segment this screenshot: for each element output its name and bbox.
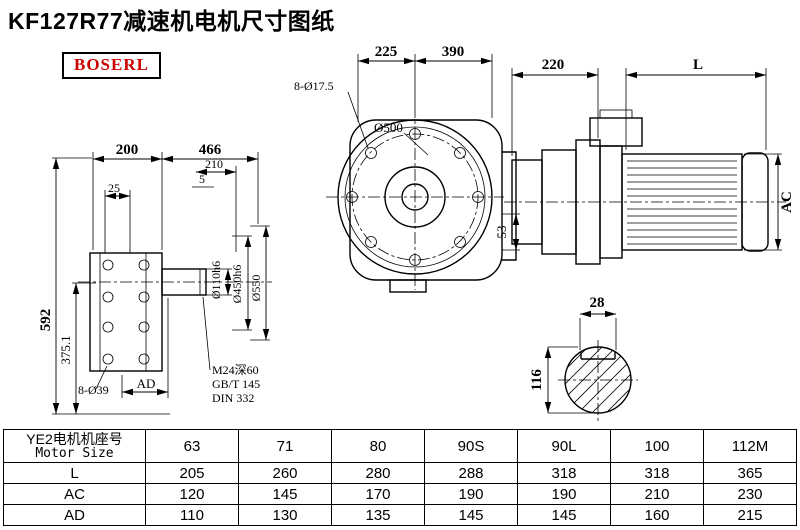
- dim-5-label: 5: [199, 172, 205, 186]
- size-col-header: 90S: [424, 429, 518, 463]
- dim-466-label: 466: [199, 142, 222, 158]
- table-cell: 210: [610, 483, 704, 505]
- table-cell: 280: [331, 462, 425, 484]
- motor-fins: [627, 160, 737, 245]
- dim-592-label: 592: [38, 309, 54, 332]
- dim-210-label: 210: [205, 157, 223, 171]
- thread-std2-label: DIN 332: [212, 391, 254, 405]
- flange-dia-label: Ø550: [249, 275, 263, 302]
- size-col-header: 100: [610, 429, 704, 463]
- table-cell: 160: [610, 504, 704, 526]
- table-cell: 145: [238, 483, 332, 505]
- table-cell: 145: [424, 504, 518, 526]
- gearbox-housing-outline: [349, 119, 503, 281]
- table-cell: 135: [331, 504, 425, 526]
- dim-AC-label: AC: [779, 191, 795, 213]
- table-row-AD: AD 110 130 135 145 145 160 215: [3, 504, 797, 526]
- dim-200-label: 200: [116, 142, 139, 158]
- dim-375-label: 375.1: [58, 335, 73, 364]
- dim-L-label: L: [693, 57, 703, 73]
- table-row-AC: AC 120 145 170 190 190 210 230: [3, 483, 797, 505]
- table-cell: 120: [145, 483, 239, 505]
- dim-220-label: 220: [542, 57, 565, 73]
- holes-8-d39-label: 8-Ø39: [78, 383, 109, 397]
- table-cell: 318: [610, 462, 704, 484]
- housing-foot: [389, 279, 427, 293]
- page-title: KF127R77减速机电机尺寸图纸: [8, 8, 335, 34]
- size-col-header: 112M: [703, 429, 797, 463]
- shaft-section-view: 28 116: [529, 295, 638, 422]
- table-cell: 365: [703, 462, 797, 484]
- dim-225-label: 225: [375, 44, 398, 60]
- table-header-row: YE2电机机座号 Motor Size 63 71 80 90S 90L 100…: [3, 429, 797, 463]
- motor-view: 220 L AC: [504, 57, 795, 265]
- row-label: L: [3, 462, 146, 484]
- dim-28-label: 28: [590, 295, 605, 311]
- dim-53-label: 53: [494, 226, 509, 239]
- table-cell: 230: [703, 483, 797, 505]
- size-col-header: 90L: [517, 429, 611, 463]
- table-cell: 170: [331, 483, 425, 505]
- dim-ad-label: AD: [137, 376, 156, 391]
- table-cell: 145: [517, 504, 611, 526]
- table-cell: 190: [517, 483, 611, 505]
- size-col-header: 63: [145, 429, 239, 463]
- size-col-header: 80: [331, 429, 425, 463]
- side-view: 200 466 210 5 25 592 375.1 8-Ø39: [38, 142, 272, 415]
- thread-note-label: M24深60: [212, 363, 259, 377]
- table-cell: 130: [238, 504, 332, 526]
- table-cell: 318: [517, 462, 611, 484]
- dia-500-label: Ø500: [374, 120, 403, 135]
- table-cell: 260: [238, 462, 332, 484]
- section-hatching: [565, 347, 631, 413]
- dim-116-label: 116: [529, 369, 545, 391]
- table-cell: 190: [424, 483, 518, 505]
- row-label: AC: [3, 483, 146, 505]
- size-col-header: 71: [238, 429, 332, 463]
- spigot-dia-label: Ø450h6: [230, 265, 244, 304]
- technical-drawing: 225 390 8-Ø17.5 Ø500 53: [38, 44, 795, 422]
- header-motor-size-cn: YE2电机机座号: [26, 431, 123, 447]
- header-motor-size: YE2电机机座号 Motor Size: [3, 429, 146, 463]
- table-cell: 205: [145, 462, 239, 484]
- dim-25-label: 25: [108, 181, 120, 195]
- thread-std1-label: GB/T 145: [212, 377, 260, 391]
- row-label: AD: [3, 504, 146, 526]
- table-cell: 110: [145, 504, 239, 526]
- table-cell: 288: [424, 462, 518, 484]
- mounting-flange: [89, 252, 163, 372]
- table-row-L: L 205 260 280 288 318 318 365: [3, 462, 797, 484]
- brand-logo: BOSERL: [62, 52, 161, 79]
- dim-390-label: 390: [442, 44, 465, 60]
- motor-size-table: YE2电机机座号 Motor Size 63 71 80 90S 90L 100…: [3, 429, 797, 526]
- front-view: 225 390 8-Ø17.5 Ø500 53: [294, 44, 520, 293]
- holes-8-d17-label: 8-Ø17.5: [294, 79, 334, 93]
- header-motor-size-en: Motor Size: [35, 446, 114, 461]
- table-cell: 215: [703, 504, 797, 526]
- shaft-dia-label: Ø110h6: [209, 261, 223, 299]
